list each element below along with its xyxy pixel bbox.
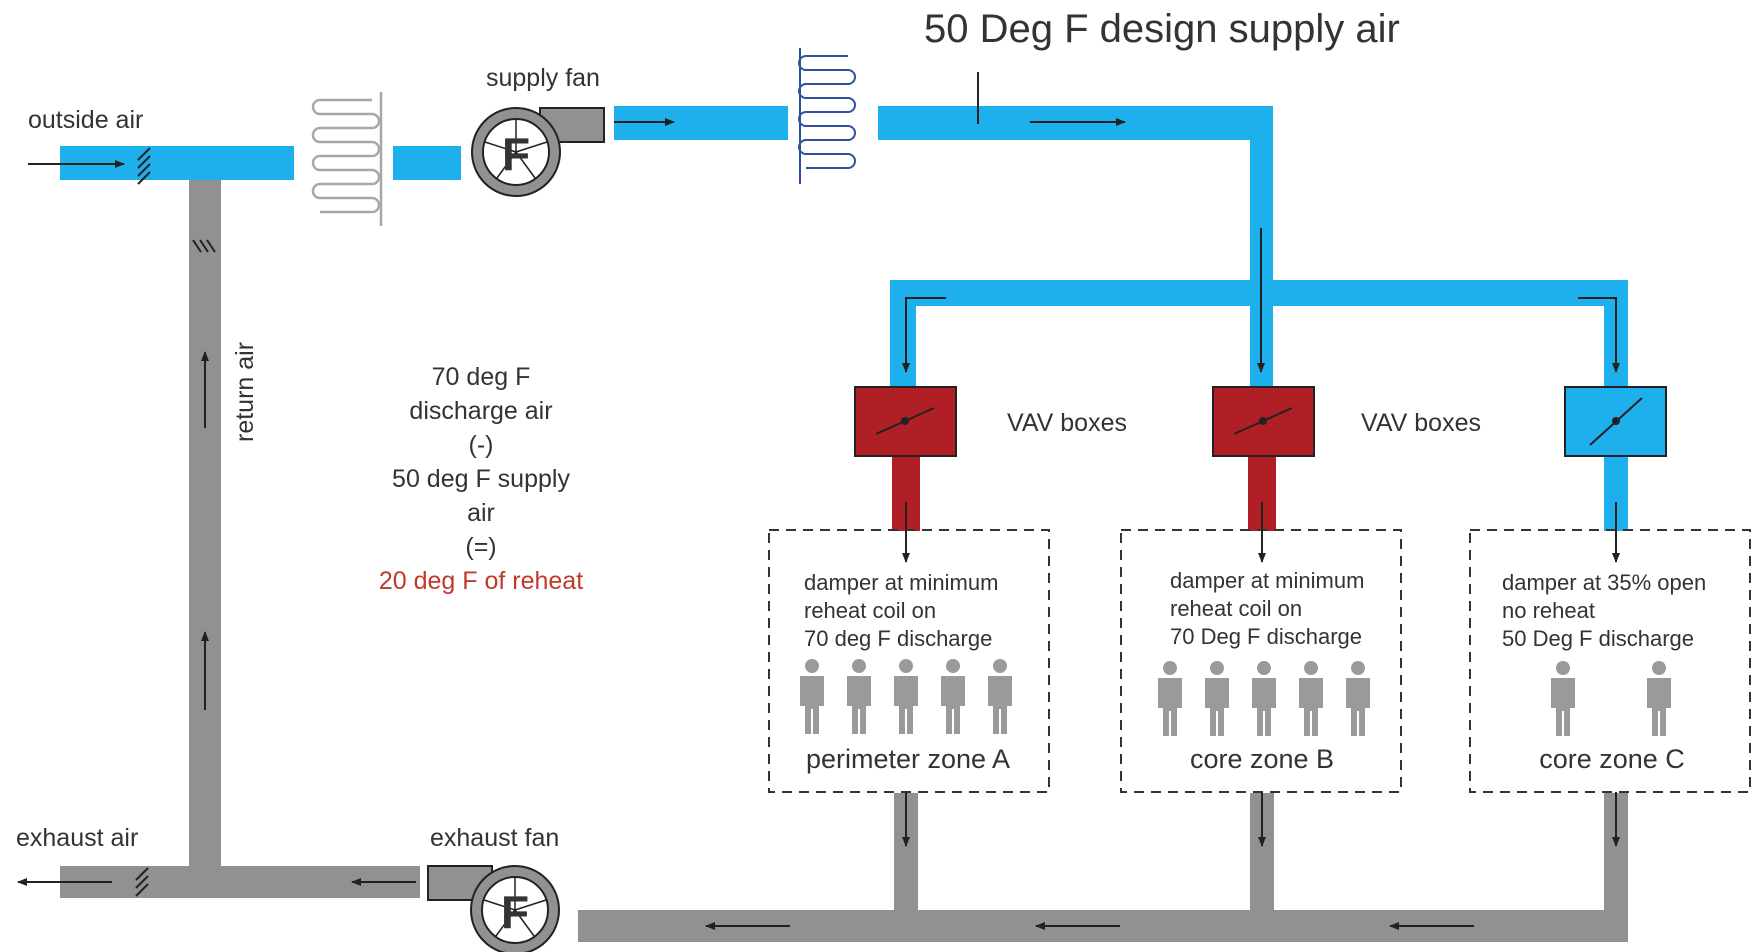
- person-icon: [988, 659, 1012, 734]
- exhaust-fan-letter: F: [501, 886, 529, 938]
- vav-boxes-label-1: VAV boxes: [1007, 409, 1127, 437]
- zone-c-note-1: damper at 35% open: [1502, 570, 1706, 595]
- vav-box-b: [1212, 386, 1315, 457]
- zone-c-note-3: 50 Deg F discharge: [1502, 626, 1694, 651]
- person-icon: [1205, 661, 1229, 736]
- preheat-coil-icon: [311, 92, 383, 226]
- zone-a-boundary: [768, 529, 1050, 793]
- return-air-damper: [192, 239, 216, 253]
- calc-line-1: 70 deg F: [432, 363, 531, 391]
- person-icon: [1551, 661, 1575, 736]
- zone-b-notes: damper at minimum reheat coil on 70 Deg …: [1170, 568, 1364, 774]
- calc-result: 20 deg F of reheat: [379, 567, 583, 595]
- person-icon: [800, 659, 824, 734]
- calc-line-6: (=): [465, 533, 496, 561]
- calc-line-2: discharge air: [409, 397, 552, 425]
- supply-riser-duct: [1250, 106, 1273, 306]
- person-icon: [1299, 661, 1323, 736]
- supply-fan-label: supply fan: [486, 64, 600, 92]
- zone-b-note-1: damper at minimum: [1170, 568, 1364, 593]
- person-icon: [1252, 661, 1276, 736]
- zone-b-note-2: reheat coil on: [1170, 596, 1302, 621]
- vav-boxes-label-2: VAV boxes: [1361, 409, 1481, 437]
- exhaust-air-label: exhaust air: [16, 824, 138, 852]
- exhaust-fan-icon: F: [427, 865, 560, 952]
- arrow-branch-c: [1578, 297, 1620, 373]
- zone-a-note-3: 70 deg F discharge: [804, 626, 992, 651]
- outside-air-label: outside air: [28, 106, 143, 134]
- zone-c-notes: damper at 35% open no reheat 50 Deg F di…: [1502, 570, 1706, 774]
- occupants: [800, 659, 1671, 736]
- vav-box-c: [1564, 386, 1667, 457]
- person-icon: [1647, 661, 1671, 736]
- zone-b-note-3: 70 Deg F discharge: [1170, 624, 1362, 649]
- person-icon: [1158, 661, 1182, 736]
- zone-a-note-2: reheat coil on: [804, 598, 936, 623]
- exhaust-air-damper: [135, 867, 149, 897]
- zone-c-label: core zone C: [1539, 744, 1685, 774]
- calc-line-3: (-): [469, 431, 494, 459]
- vav-box-a: [854, 386, 957, 457]
- arrow-branch-a: [902, 297, 946, 373]
- supply-fan-icon: F: [471, 107, 605, 197]
- zone-a-note-1: damper at minimum: [804, 570, 998, 595]
- person-icon: [1346, 661, 1370, 736]
- diagram-title: 50 Deg F design supply air: [924, 7, 1400, 51]
- zone-b-label: core zone B: [1190, 744, 1334, 774]
- supply-ductwork: [60, 106, 1628, 531]
- reheat-discharge-ducts: [892, 455, 1276, 531]
- zone-c-boundary: [1469, 529, 1751, 793]
- supply-fan-letter: F: [502, 128, 530, 180]
- zone-a-label: perimeter zone A: [806, 744, 1010, 774]
- calc-line-5: air: [467, 499, 495, 527]
- supply-duct-between-coil-and-fan: [393, 146, 461, 180]
- exhaust-fan-label: exhaust fan: [430, 824, 559, 852]
- return-air-label: return air: [231, 342, 259, 442]
- outside-air-damper: [137, 147, 151, 185]
- zone-a-notes: damper at minimum reheat coil on 70 deg …: [804, 570, 1010, 774]
- flow-arrows: [17, 72, 1620, 930]
- person-icon: [941, 659, 965, 734]
- reheat-calculation: 70 deg F discharge air (-) 50 deg F supp…: [379, 363, 583, 595]
- person-icon: [894, 659, 918, 734]
- person-icon: [847, 659, 871, 734]
- supply-branch-a: [890, 280, 916, 388]
- zone-c-note-2: no reheat: [1502, 598, 1595, 623]
- cooling-coil-icon: [798, 48, 856, 184]
- calc-line-4: 50 deg F supply: [392, 465, 570, 493]
- return-air-riser: [189, 180, 221, 866]
